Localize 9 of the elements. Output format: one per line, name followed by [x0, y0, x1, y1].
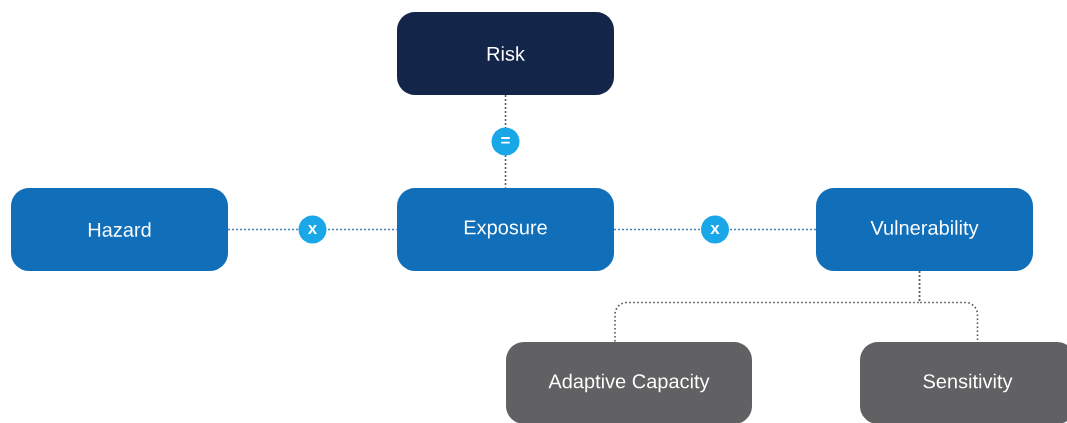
rounded-box: Vulnerability: [816, 188, 1033, 271]
rounded-box: Risk: [397, 12, 614, 95]
rounded-box: Adaptive Capacity: [506, 342, 752, 423]
dotted-connector: [227, 228, 398, 231]
rounded-box: Sensitivity: [860, 342, 1067, 423]
dotted-connector: [918, 270, 979, 343]
rounded-box: Hazard: [11, 188, 228, 271]
dotted-connector: [613, 228, 817, 231]
rounded-box: Exposure: [397, 188, 614, 271]
